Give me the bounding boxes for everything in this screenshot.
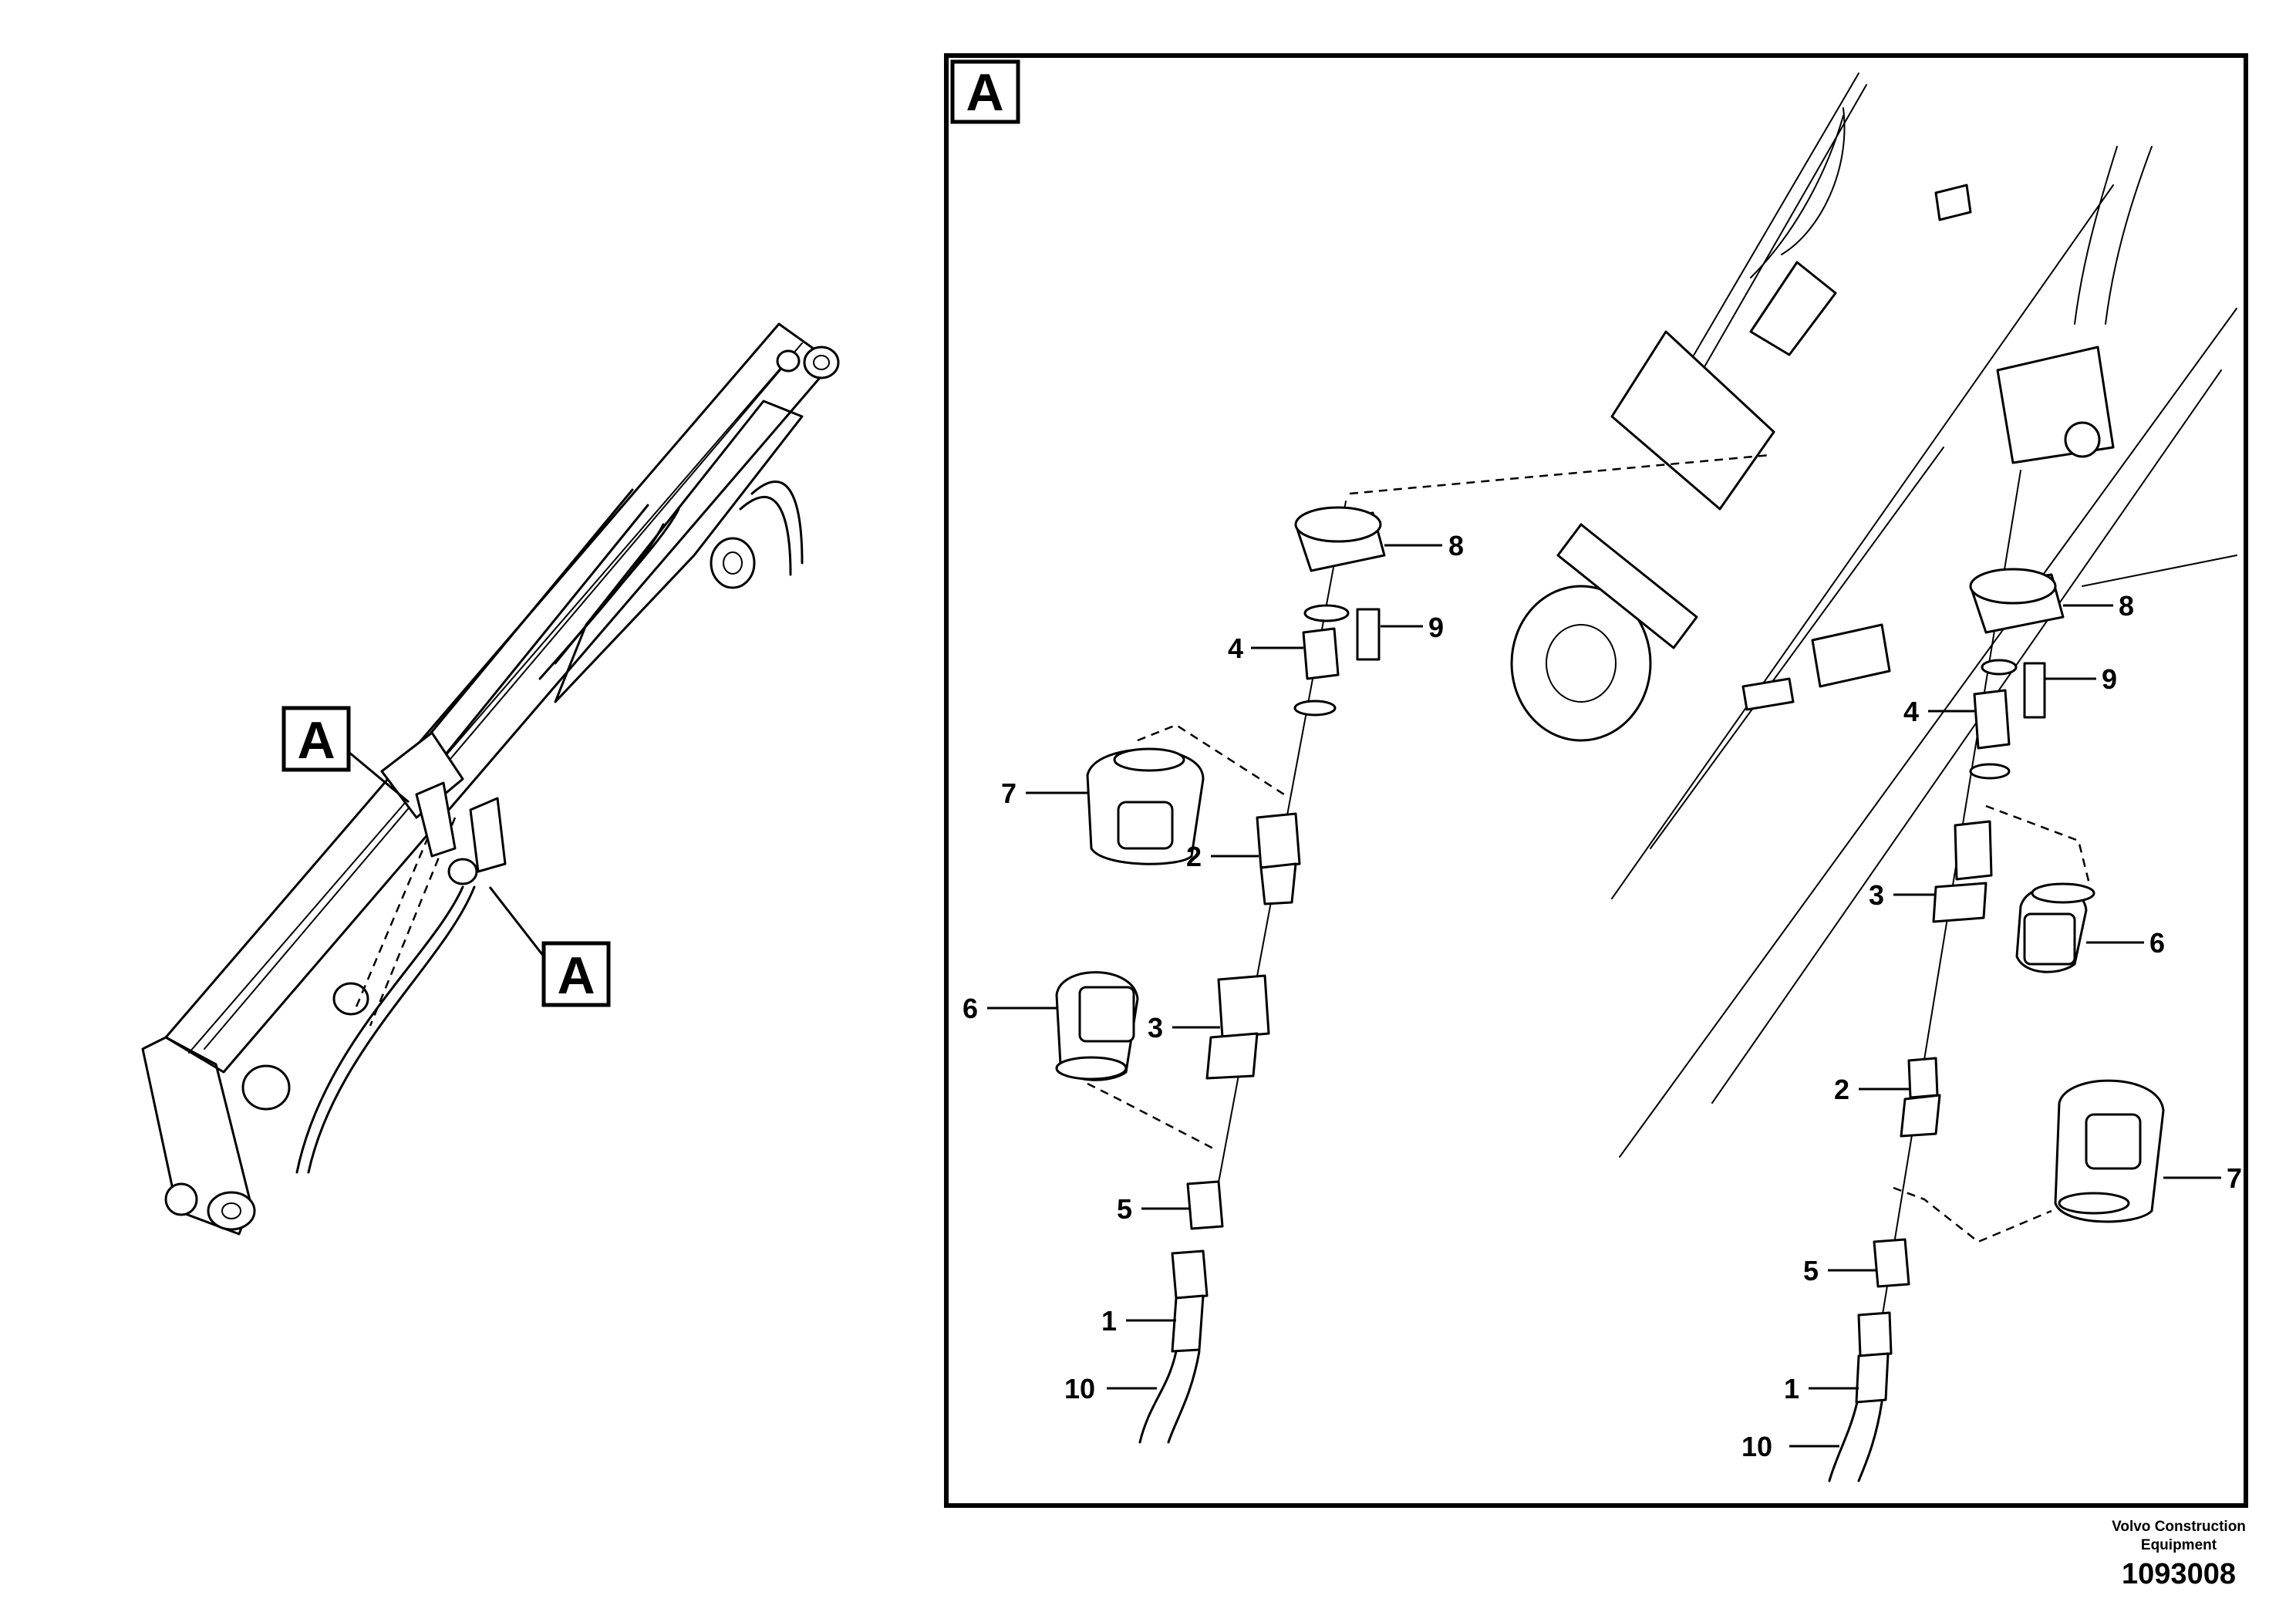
callout-left-5: 5 [1117, 1193, 1189, 1225]
svg-text:8: 8 [1448, 530, 1464, 561]
detail-frame [944, 53, 2248, 1508]
svg-text:A: A [557, 946, 595, 1005]
callout-left-1: 1 [1101, 1305, 1176, 1337]
svg-text:5: 5 [1117, 1193, 1132, 1225]
callout-right-6: 6 [2086, 927, 2165, 959]
svg-text:7: 7 [1001, 777, 1017, 809]
svg-text:8: 8 [2119, 590, 2134, 622]
svg-text:4: 4 [1228, 632, 1243, 664]
svg-text:2: 2 [1186, 841, 1202, 872]
callout-right-5: 5 [1803, 1255, 1876, 1286]
svg-text:A: A [297, 711, 335, 770]
svg-text:10: 10 [1064, 1373, 1095, 1404]
callout-left-7: 7 [1001, 777, 1087, 809]
svg-text:2: 2 [1834, 1074, 1849, 1105]
detail-background [1510, 73, 2237, 1158]
svg-text:6: 6 [963, 993, 978, 1024]
detail-tag: A [950, 59, 1020, 124]
drawing-number: 1093008 [2122, 1558, 2236, 1590]
callout-right-9: 9 [2045, 663, 2117, 695]
svg-text:1: 1 [1101, 1305, 1117, 1337]
callout-left-9: 9 [1381, 612, 1444, 643]
svg-text:9: 9 [1428, 612, 1444, 643]
callout-right-8: 8 [2063, 590, 2134, 622]
svg-text:3: 3 [1869, 879, 1884, 911]
svg-text:1: 1 [1784, 1373, 1799, 1404]
svg-text:9: 9 [2102, 663, 2117, 695]
svg-text:3: 3 [1148, 1012, 1163, 1044]
callout-right-7: 7 [2163, 1162, 2242, 1194]
callout-right-4: 4 [1903, 696, 1976, 727]
callout-left-6: 6 [963, 993, 1058, 1024]
callout-left-2: 2 [1186, 841, 1259, 872]
svg-text:10: 10 [1741, 1431, 1772, 1462]
callout-left-3: 3 [1148, 1012, 1220, 1044]
callout-right-10: 10 [1741, 1431, 1839, 1462]
boom-overview [141, 322, 840, 1236]
company-name: Volvo Construction Equipment [2112, 1519, 2246, 1553]
svg-text:A: A [966, 63, 1003, 122]
callout-right-2: 2 [1834, 1074, 1909, 1105]
svg-text:6: 6 [2149, 927, 2165, 959]
overview-tag-upper: A [282, 706, 410, 804]
callout-left-4: 4 [1228, 632, 1303, 664]
overview-tag-lower: A [488, 886, 611, 1007]
callout-right-3: 3 [1869, 879, 1936, 911]
svg-text:5: 5 [1803, 1255, 1819, 1286]
callout-right-1: 1 [1784, 1373, 1859, 1404]
callout-left-10: 10 [1064, 1373, 1157, 1404]
right-assembly [1828, 470, 2165, 1482]
callout-left-8: 8 [1384, 530, 1464, 561]
svg-text:7: 7 [2227, 1162, 2242, 1194]
svg-text:4: 4 [1903, 696, 1919, 727]
left-assembly [1055, 454, 1771, 1444]
